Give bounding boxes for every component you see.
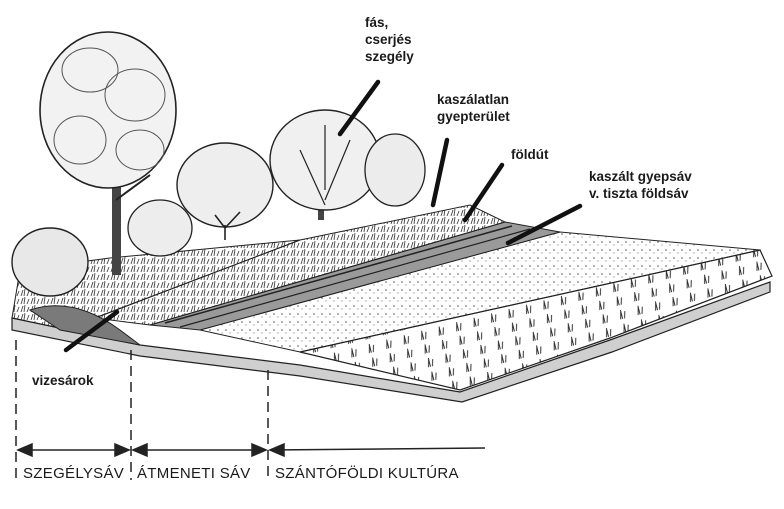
label-ditch: vizesárok: [32, 373, 94, 388]
label-woody-edge-2: cserjés: [365, 32, 412, 47]
label-dirt-road: földút: [511, 147, 549, 162]
label-unmowed-2: gyepterület: [437, 109, 510, 124]
zone-transition: ÁTMENETI SÁV: [137, 465, 251, 482]
shrub: [12, 228, 88, 296]
shrub: [365, 134, 425, 206]
label-mowed-1: kaszált gyepsáv: [589, 169, 692, 184]
zone-margin: SZEGÉLYSÁV: [23, 465, 124, 482]
leader-unmowed: [433, 140, 447, 205]
shrub: [128, 200, 192, 256]
label-mowed-2: v. tiszta földsáv: [589, 186, 689, 201]
bush: [177, 143, 273, 227]
label-woody-edge-3: szegély: [365, 49, 414, 64]
label-unmowed-1: kaszálatlan: [437, 92, 509, 107]
label-woody-edge-1: fás,: [365, 15, 388, 30]
zone-arable: SZÁNTÓFÖLDI KULTÚRA: [275, 464, 459, 482]
zone-arrows: [18, 444, 485, 456]
round-tree: [270, 110, 380, 220]
